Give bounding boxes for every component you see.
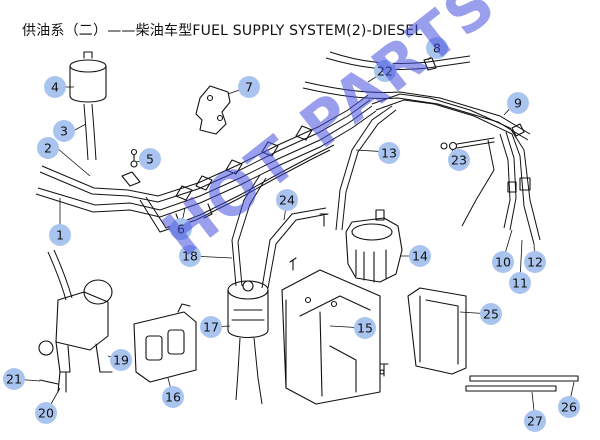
pipes-26-27: [465, 375, 579, 392]
svg-text:18: 18: [182, 249, 198, 264]
callout-25: 25: [480, 303, 502, 325]
bracket-clip: [121, 148, 141, 187]
callout-1: 1: [49, 224, 71, 246]
callout-22: 22: [374, 60, 396, 82]
callout-7: 7: [238, 76, 260, 98]
callout-17: 17: [200, 316, 222, 338]
svg-text:21: 21: [6, 372, 22, 387]
callout-19: 19: [110, 349, 132, 371]
callout-18: 18: [179, 245, 201, 267]
svg-text:6: 6: [177, 222, 185, 237]
return-lines: [371, 93, 541, 245]
callout-20: 20: [35, 402, 57, 424]
svg-text:15: 15: [357, 321, 373, 336]
mounting-bracket: [195, 85, 231, 135]
svg-text:16: 16: [165, 390, 181, 405]
sensor-assembly: [69, 51, 107, 161]
bracket-25: [407, 287, 467, 375]
svg-text:12: 12: [527, 255, 543, 270]
small-bolts: [289, 213, 389, 377]
bracket-16: [133, 303, 197, 383]
callout-15: 15: [354, 317, 376, 339]
callout-6: 6: [170, 218, 192, 240]
svg-text:17: 17: [203, 320, 219, 335]
callout-9: 9: [507, 92, 529, 114]
filter-bracket: [281, 269, 385, 405]
callout-5: 5: [139, 148, 161, 170]
callout-13: 13: [378, 142, 400, 164]
callout-2: 2: [37, 137, 59, 159]
svg-text:3: 3: [60, 124, 68, 139]
fuel-filter-head: [345, 209, 403, 283]
svg-text:23: 23: [451, 153, 467, 168]
callout-14: 14: [409, 245, 431, 267]
callout-26: 26: [558, 396, 580, 418]
svg-text:5: 5: [146, 152, 154, 167]
svg-text:4: 4: [51, 80, 59, 95]
svg-text:26: 26: [561, 400, 577, 415]
svg-text:20: 20: [38, 406, 54, 421]
callout-3: 3: [53, 120, 75, 142]
svg-text:19: 19: [113, 353, 129, 368]
callout-11: 11: [509, 272, 531, 294]
diagram-title: 供油系（二）——柴油车型FUEL SUPPLY SYSTEM(2)-DIESEL: [22, 23, 423, 39]
svg-text:13: 13: [381, 146, 397, 161]
svg-text:22: 22: [377, 64, 393, 79]
svg-text:8: 8: [433, 41, 441, 56]
fuel-hose-13: [335, 105, 397, 231]
svg-text:14: 14: [412, 249, 428, 264]
callout-21: 21: [3, 368, 25, 390]
callout-10: 10: [492, 251, 514, 273]
fuel-line-bundle: [35, 94, 377, 233]
callout-8: 8: [426, 37, 448, 59]
svg-text:9: 9: [514, 96, 522, 111]
callout-27: 27: [524, 410, 546, 432]
callout-12: 12: [524, 251, 546, 273]
svg-text:2: 2: [44, 141, 52, 156]
svg-text:10: 10: [495, 255, 511, 270]
svg-text:24: 24: [279, 193, 295, 208]
svg-text:27: 27: [527, 414, 543, 429]
svg-text:7: 7: [245, 80, 253, 95]
svg-text:1: 1: [56, 228, 64, 243]
callout-4: 4: [44, 76, 66, 98]
valve-assembly: [38, 249, 113, 393]
svg-text:25: 25: [483, 307, 499, 322]
fuel-filter: [227, 280, 269, 405]
svg-text:11: 11: [512, 276, 528, 291]
bolt-assembly: [440, 137, 495, 151]
callout-16: 16: [162, 386, 184, 408]
callout-24: 24: [276, 189, 298, 211]
callout-23: 23: [448, 149, 470, 171]
hoses-18-24: [231, 174, 329, 289]
